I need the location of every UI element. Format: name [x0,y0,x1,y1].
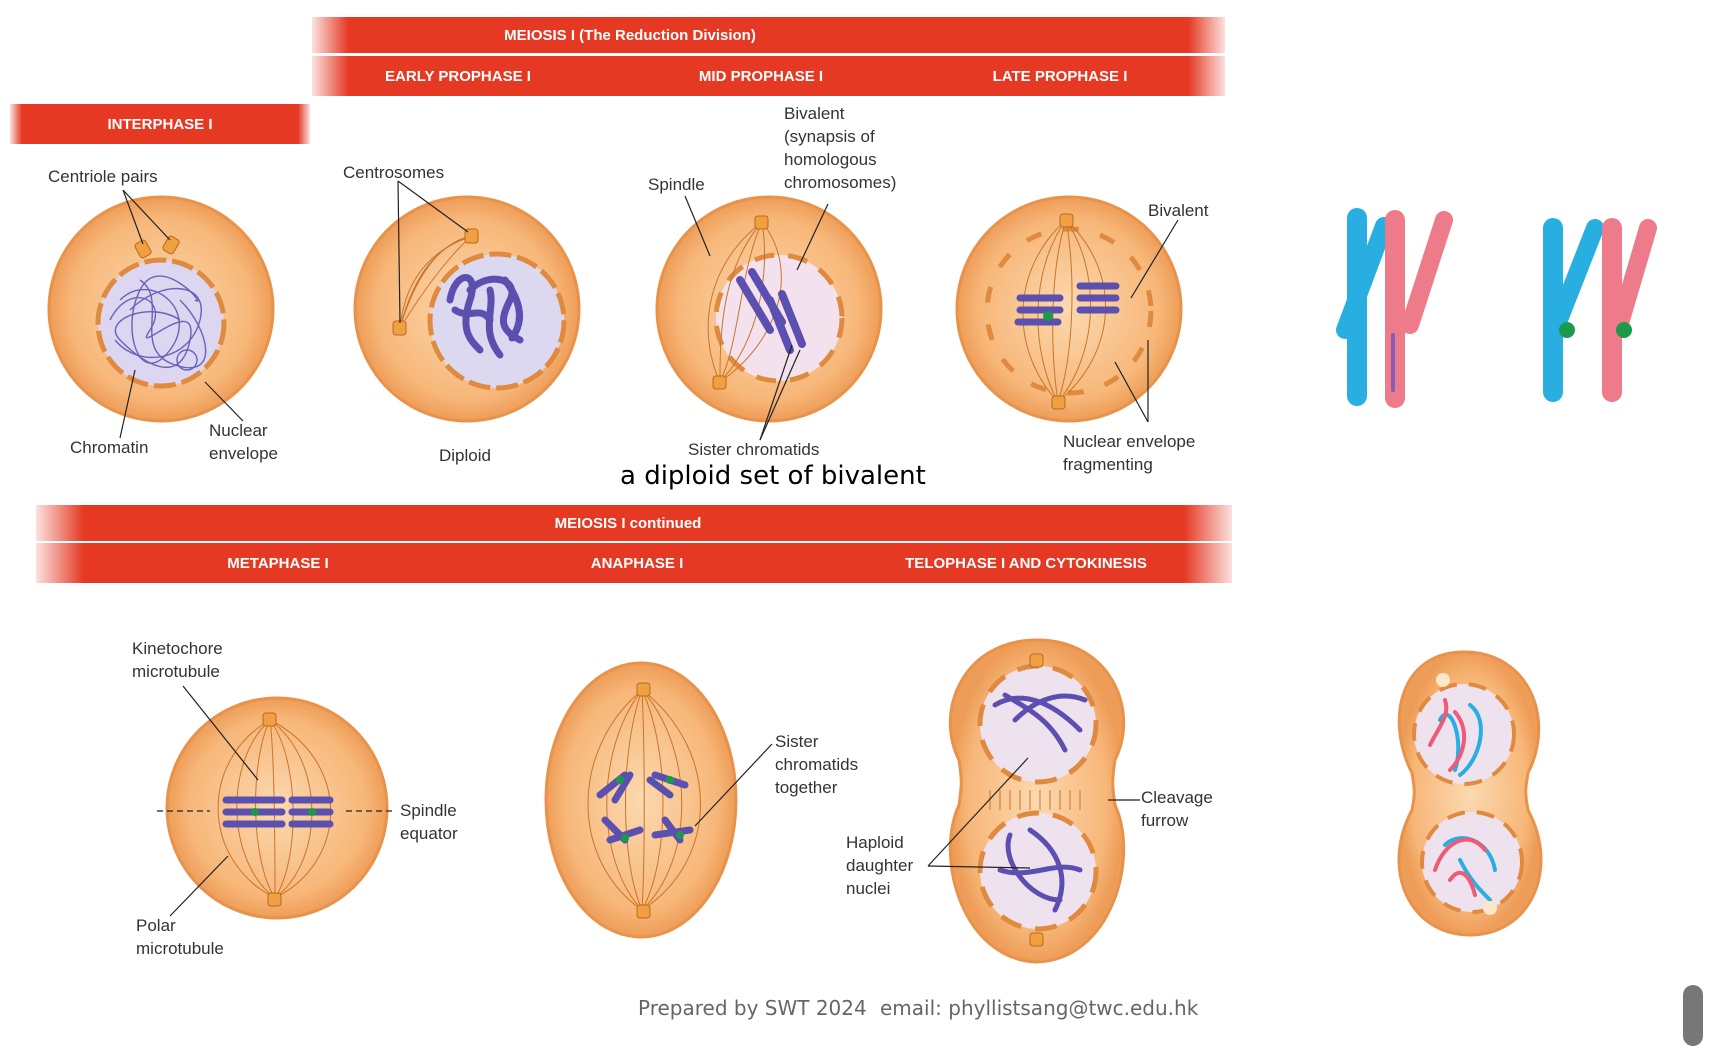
meiosis-continued-band: MEIOSIS I continued [36,505,1232,541]
label-sister-chromatids-together-2: chromatids [775,755,859,774]
meiosis-i-title-band: MEIOSIS I (The Reduction Division) [312,17,1225,53]
label-polar-1: Polar [136,916,176,935]
label-polar-2: microtubule [136,939,224,958]
label-diploid: Diploid [439,446,491,465]
metaphase-cell [157,685,396,920]
label-spindle: Spindle [648,175,705,194]
label-sister-chromatids-together-3: together [775,778,838,797]
prophase-stage-band: EARLY PROPHASE I MID PROPHASE I LATE PRO… [312,56,1225,96]
telophase-label: TELOPHASE I AND CYTOKINESIS [905,554,1147,572]
late-prophase-cell [955,195,1183,423]
late-prophase-label: LATE PROPHASE I [992,67,1128,85]
anaphase-label: ANAPHASE I [590,554,684,572]
label-bivalent-4: chromosomes) [784,173,897,192]
meiosis-continued-title: MEIOSIS I continued [554,514,702,532]
footer-email: email: phyllistsang@twc.edu.hk [880,996,1199,1020]
label-bivalent-late: Bivalent [1148,201,1209,220]
label-nuclear-envelope-1: Nuclear [209,421,268,440]
label-nuclear-envelope-fragmenting-2: fragmenting [1063,455,1153,474]
homologous-pair-synapsis [1336,208,1453,408]
late-bivalents [1014,282,1120,326]
label-chromatin: Chromatin [70,438,149,457]
mid-prophase-label: MID PROPHASE I [698,67,824,85]
footer-prepared: Prepared by SWT 2024 [638,996,867,1020]
label-spindle-equator-2: equator [400,824,458,843]
chromatin-tangle [109,275,207,371]
label-kinetochore-2: microtubule [132,662,220,681]
label-haploid-3: nuclei [846,879,891,898]
centrosome-icon [392,228,479,336]
label-nuclear-envelope-fragmenting-1: Nuclear envelope [1063,432,1196,451]
label-sister-chromatids: Sister chromatids [688,440,820,459]
telophase-color-illustration [1397,650,1543,937]
label-centrosomes: Centrosomes [343,163,445,182]
label-bivalent-2: (synapsis of [784,127,875,146]
label-bivalent-3: homologous [784,150,877,169]
label-cleavage-2: furrow [1141,811,1189,830]
anaphase-cell [544,661,773,939]
interphase-cell [47,189,275,439]
metaphase-label: METAPHASE I [227,554,329,572]
mid-prophase-cell [655,195,883,441]
label-spindle-equator-1: Spindle [400,801,457,820]
telophase-cell [927,638,1140,964]
interphase-label: INTERPHASE I [107,115,213,133]
telophase-chromosomes [992,692,1088,913]
homologous-pair-centromeres [1543,218,1657,402]
early-prophase-cell [353,180,581,423]
early-prophase-label: EARLY PROPHASE I [385,67,531,85]
bivalent-caption: a diploid set of bivalent [620,461,926,491]
centriole-pair-icon [134,235,180,259]
scroll-thumb[interactable] [1683,985,1703,1046]
meiosis-i-title: MEIOSIS I (The Reduction Division) [504,26,756,44]
interphase-band: INTERPHASE I [10,104,310,144]
condensing-chromosomes [446,274,524,359]
bivalent-chromosomes [736,268,806,354]
label-centriole-pairs: Centriole pairs [48,167,158,186]
label-nuclear-envelope-2: envelope [209,444,279,463]
label-sister-chromatids-together-1: Sister [775,732,819,751]
label-bivalent-1: Bivalent [784,104,845,123]
label-haploid-2: daughter [846,856,914,875]
label-kinetochore-1: Kinetochore [132,639,223,658]
label-haploid-1: Haploid [846,833,904,852]
later-stage-band: METAPHASE I ANAPHASE I TELOPHASE I AND C… [36,543,1232,583]
label-cleavage-1: Cleavage [1141,788,1213,807]
